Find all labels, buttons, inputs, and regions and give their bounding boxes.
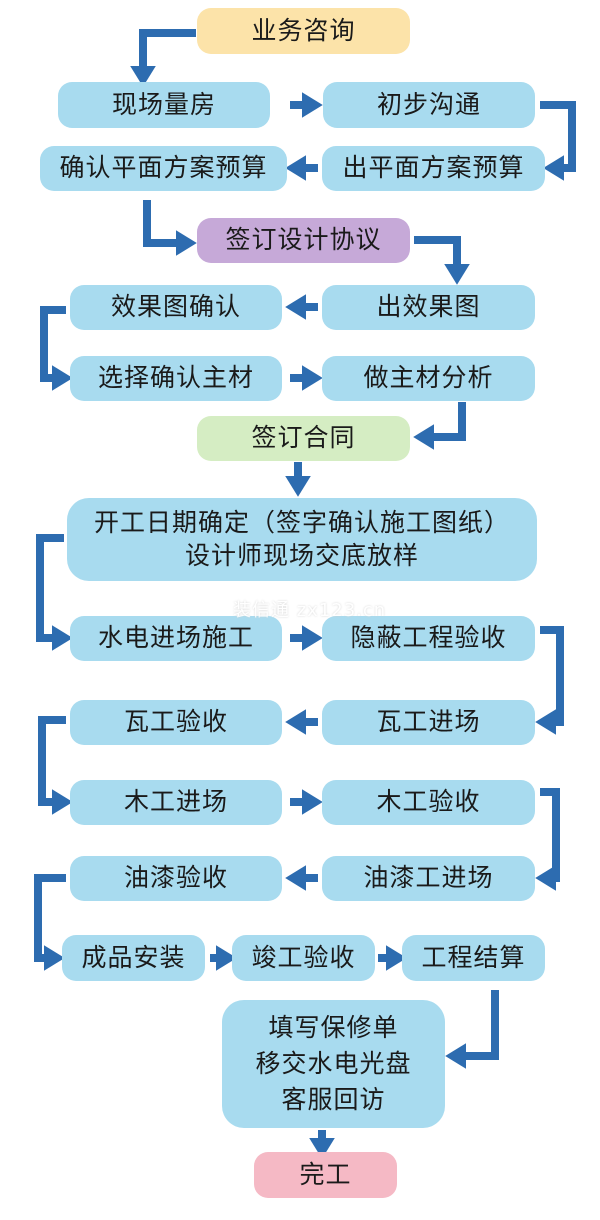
step-label-line2: 移交水电光盘 [255,1048,412,1078]
step-label: 签订合同 [251,423,356,453]
step-paint-start: 油漆工进场 [322,856,535,901]
step-design-agreement: 签订设计协议 [197,218,410,263]
step-analyze-materials: 做主材分析 [322,356,535,401]
step-confirm-plan: 确认平面方案预算 [40,146,287,191]
step-label: 瓦工验收 [123,707,228,737]
step-select-materials: 选择确认主材 [70,356,282,401]
step-label: 初步沟通 [376,89,481,119]
arrow-hidden-to-tiling-start [535,626,564,735]
step-contract: 签订合同 [197,416,410,461]
step-confirm-render: 效果图确认 [70,285,282,330]
step-completion-inspection: 竣工验收 [232,935,375,981]
step-communicate: 初步沟通 [323,82,535,128]
step-label: 木工验收 [376,787,481,817]
step-label-line1: 开工日期确定（签字确认施工图纸） [93,508,510,537]
step-plumbing: 水电进场施工 [70,616,282,661]
arrow-analyze-to-contract [413,402,466,450]
step-label: 确认平面方案预算 [59,153,268,183]
step-label: 签订设计协议 [225,225,382,255]
step-label: 油漆验收 [123,863,228,893]
step-label: 水电进场施工 [97,623,254,653]
step-carpentry-start: 木工进场 [70,780,282,825]
step-label: 完工 [299,1159,352,1189]
step-tiling-start: 瓦工进场 [322,700,535,745]
arrow-paint-to-install [34,874,66,971]
step-install: 成品安装 [62,935,205,981]
arrow-tiling-to-carpentry [38,716,73,815]
step-settlement: 工程结算 [402,935,545,981]
step-hidden-inspection: 隐蔽工程验收 [322,616,535,661]
step-done: 完工 [254,1152,397,1198]
step-after-service: 填写保修单 移交水电光盘 客服回访 [222,1000,445,1128]
step-measure: 现场量房 [58,82,270,128]
step-consult: 业务咨询 [197,8,410,54]
arrow-confirm-render-to-select [40,306,73,391]
step-issue-render: 出效果图 [322,285,535,330]
arrow-settlement-to-after [445,990,499,1069]
step-label-line1: 填写保修单 [268,1012,399,1042]
arrow-carpentry-to-paint [535,788,560,891]
step-carpentry-inspection: 木工验收 [322,780,535,825]
watermark: 装信通 zx123.cn [233,600,387,621]
step-label: 现场量房 [111,89,216,119]
step-label: 隐蔽工程验收 [350,623,507,653]
step-label: 出平面方案预算 [342,153,525,183]
step-issue-plan: 出平面方案预算 [322,146,545,191]
step-label-line3: 客服回访 [281,1085,386,1115]
arrow-confirm-plan-to-agreement [143,200,197,256]
arrow-agreement-to-render [414,236,470,285]
arrow-communicate-to-issue-plan [540,101,576,181]
arrow-consult-to-measure [130,29,196,87]
step-tiling-inspection: 瓦工验收 [70,700,282,745]
step-label: 出效果图 [376,292,481,322]
step-paint-inspection: 油漆验收 [70,856,282,901]
step-label: 成品安装 [81,942,186,972]
step-label: 瓦工进场 [376,707,481,737]
step-label: 做主材分析 [363,363,494,393]
step-start-work: 开工日期确定（签字确认施工图纸） 设计师现场交底放样 [67,498,537,581]
step-label: 选择确认主材 [97,363,254,393]
step-label: 业务咨询 [251,15,356,45]
step-label: 竣工验收 [251,942,356,972]
step-label: 木工进场 [123,787,228,817]
step-label: 油漆工进场 [363,863,494,893]
step-label: 工程结算 [421,942,526,972]
step-label: 效果图确认 [110,292,241,322]
step-label-line2: 设计师现场交底放样 [184,540,419,570]
arrow-start-to-plumbing [36,534,73,651]
